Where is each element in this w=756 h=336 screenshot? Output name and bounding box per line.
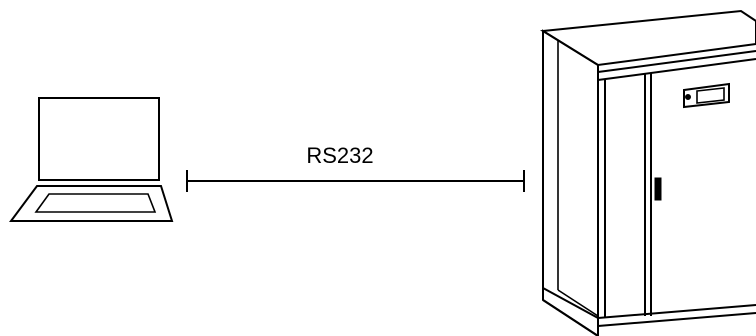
laptop-icon bbox=[9, 97, 174, 222]
display-panel-icon bbox=[683, 82, 730, 109]
connection-label: RS232 bbox=[306, 143, 374, 168]
rs232-connection bbox=[186, 170, 525, 192]
ups-cabinet-icon bbox=[539, 9, 756, 336]
